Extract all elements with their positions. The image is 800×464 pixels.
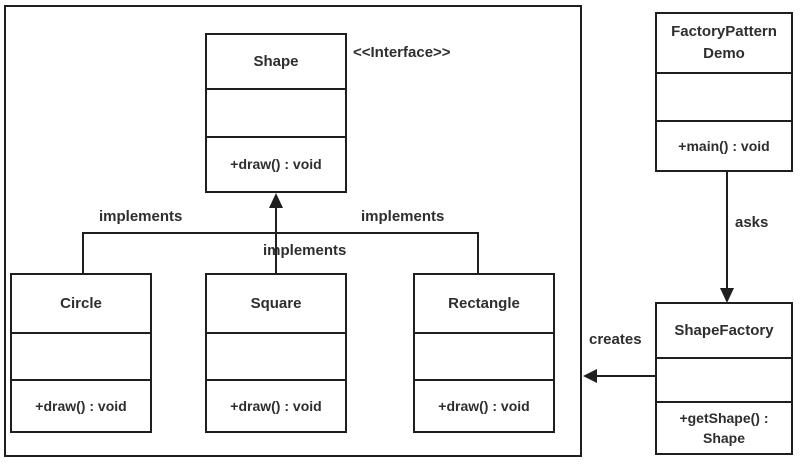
creates-connector-shaft bbox=[595, 375, 655, 377]
implements-connector-square-shaft bbox=[275, 206, 277, 273]
class-attributes-shapefactory bbox=[657, 357, 791, 401]
implements-connector-horizontal bbox=[82, 232, 479, 234]
class-attributes-rectangle bbox=[415, 332, 553, 379]
class-operations-rectangle: +draw() : void bbox=[415, 379, 553, 431]
class-attributes-circle bbox=[12, 332, 150, 379]
class-operations-factorypatterndemo: +main() : void bbox=[657, 120, 791, 170]
implements-label-circle: implements bbox=[99, 208, 183, 225]
class-box-factorypatterndemo: FactoryPattern Demo +main() : void bbox=[655, 12, 793, 172]
creates-label: creates bbox=[589, 331, 642, 348]
class-attributes-factorypatterndemo bbox=[657, 72, 791, 120]
class-box-shape: Shape +draw() : void bbox=[205, 33, 347, 193]
asks-label: asks bbox=[735, 214, 769, 231]
implements-connector-rectangle-drop bbox=[477, 232, 479, 273]
class-attributes-square bbox=[207, 332, 345, 379]
class-box-square: Square +draw() : void bbox=[205, 273, 347, 433]
class-name-factorypatterndemo: FactoryPattern Demo bbox=[671, 23, 777, 62]
class-name-square: Square bbox=[250, 294, 302, 312]
class-name-shapefactory: ShapeFactory bbox=[674, 321, 774, 339]
package-boundary bbox=[4, 5, 582, 457]
class-box-shapefactory: ShapeFactory +getShape() : Shape bbox=[655, 302, 793, 455]
class-operations-square: +draw() : void bbox=[207, 379, 345, 431]
class-operations-circle: +draw() : void bbox=[12, 379, 150, 431]
implements-label-rectangle: implements bbox=[361, 208, 445, 225]
class-box-rectangle: Rectangle +draw() : void bbox=[413, 273, 555, 433]
asks-connector-shaft bbox=[726, 172, 728, 290]
class-name-shape: Shape bbox=[253, 52, 299, 70]
implements-arrowhead-icon bbox=[269, 193, 283, 208]
class-operations-shapefactory: +getShape() : Shape bbox=[657, 401, 791, 453]
class-name-circle: Circle bbox=[60, 294, 102, 312]
class-operations-shape: +draw() : void bbox=[207, 136, 345, 191]
interface-stereotype-label: <<Interface>> bbox=[353, 44, 451, 61]
class-attributes-shape bbox=[207, 88, 345, 136]
creates-arrowhead-icon bbox=[583, 369, 597, 383]
class-name-rectangle: Rectangle bbox=[448, 294, 520, 312]
class-box-circle: Circle +draw() : void bbox=[10, 273, 152, 433]
asks-arrowhead-icon bbox=[720, 288, 734, 303]
implements-connector-circle-drop bbox=[82, 232, 84, 273]
implements-label-square: implements bbox=[263, 242, 347, 259]
